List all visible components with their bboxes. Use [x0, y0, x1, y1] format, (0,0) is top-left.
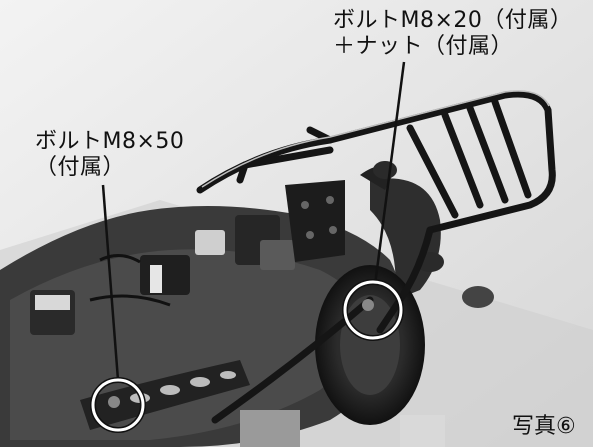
callout-label-bolt-m8x20: ボルトM8×20（付属） ＋ナット（付属） — [333, 8, 572, 60]
rear-rack — [196, 90, 556, 424]
callout-label-line: （付属） — [35, 155, 126, 180]
callout-label-bolt-m8x50: ボルトM8×50 （付属） — [35, 129, 184, 181]
callout-label-line: ボルトM8×50 — [35, 129, 185, 154]
callout-label-line: ＋ナット（付属） — [333, 34, 514, 59]
callout-label-line: ボルトM8×20（付属） — [333, 8, 573, 33]
photo-caption: 写真⑥ — [512, 414, 576, 439]
